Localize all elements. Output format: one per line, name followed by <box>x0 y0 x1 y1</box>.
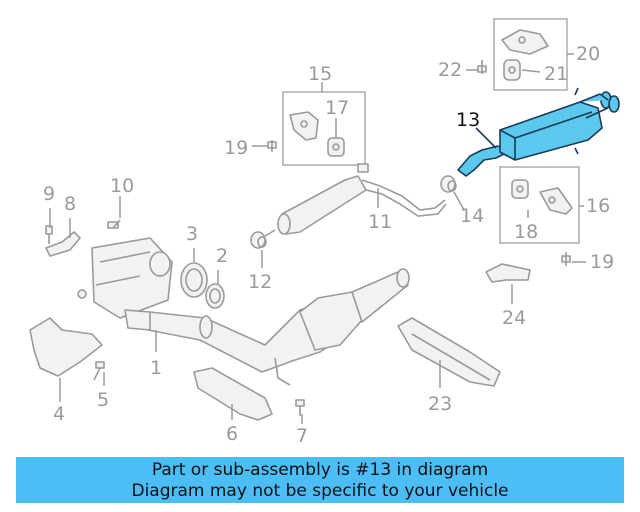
part-12-clamp <box>250 231 267 249</box>
callout-6: 6 <box>226 423 238 445</box>
part-24-bracket <box>485 263 531 283</box>
callout-15: 15 <box>308 63 332 85</box>
part-21-rubber-hanger <box>503 59 521 81</box>
banner-line-1: Part or sub-assembly is #13 in diagram <box>151 460 489 480</box>
banner-line-2: Diagram may not be specific to your vehi… <box>131 481 509 501</box>
callout-1: 1 <box>150 357 162 379</box>
callout-7: 7 <box>296 425 308 447</box>
part-17-rubber-hanger <box>327 128 345 157</box>
part-11-intermediate-pipe <box>264 163 447 237</box>
part-19-bolt-lower <box>561 252 571 266</box>
group-box-15 <box>282 91 366 166</box>
callout-12: 12 <box>248 271 272 293</box>
part-18-rubber-hanger <box>511 179 529 199</box>
part-20-hanger-bracket <box>501 29 549 55</box>
part-23-heat-shield <box>397 317 501 387</box>
part-1-front-pipe <box>147 268 410 386</box>
callout-19-upper: 19 <box>224 137 248 159</box>
callout-21: 21 <box>544 63 568 85</box>
info-banner: Part or sub-assembly is #13 in diagram D… <box>16 457 624 503</box>
part-14-clamp <box>440 175 457 193</box>
callout-13: 13 <box>456 109 480 131</box>
part-10-bolt <box>107 219 121 229</box>
callout-23: 23 <box>428 393 452 415</box>
part-19-bolt-upper <box>267 140 277 152</box>
callout-24: 24 <box>502 307 526 329</box>
callout-17: 17 <box>325 97 349 119</box>
callout-10: 10 <box>110 175 134 197</box>
callout-3: 3 <box>186 223 198 245</box>
part-13-rear-muffler <box>457 87 620 177</box>
part-6-heat-shield <box>193 367 273 421</box>
part-8-bracket <box>45 231 81 257</box>
part-7-bolt <box>295 399 305 416</box>
callout-8: 8 <box>64 193 76 215</box>
callout-11: 11 <box>368 211 392 233</box>
callout-16: 16 <box>586 195 610 217</box>
leader-13 <box>475 127 497 149</box>
callout-9: 9 <box>43 183 55 205</box>
callout-14: 14 <box>460 205 484 227</box>
group-box-16 <box>499 166 580 244</box>
leader-lines <box>49 53 586 424</box>
callout-5: 5 <box>97 389 109 411</box>
part-9-bolt <box>45 225 53 244</box>
callout-19-lower: 19 <box>590 251 614 273</box>
part-4-heat-shield <box>29 317 103 377</box>
part-22-bolt <box>477 60 487 74</box>
part-3-gasket <box>180 262 208 298</box>
callout-numbers: 1 2 3 4 5 6 7 8 9 10 11 12 13 14 15 16 1… <box>43 43 614 447</box>
callout-22: 22 <box>438 59 462 81</box>
part-5-bolt <box>93 361 105 381</box>
callout-18: 18 <box>514 221 538 243</box>
part-2-gasket <box>205 283 225 309</box>
part-16-hanger-bracket <box>539 187 573 215</box>
callout-20: 20 <box>576 43 600 65</box>
part-catalytic-converter-assembly <box>77 237 173 331</box>
part-15-hanger-bracket <box>289 111 319 141</box>
callout-2: 2 <box>216 245 228 267</box>
callout-4: 4 <box>53 403 65 425</box>
